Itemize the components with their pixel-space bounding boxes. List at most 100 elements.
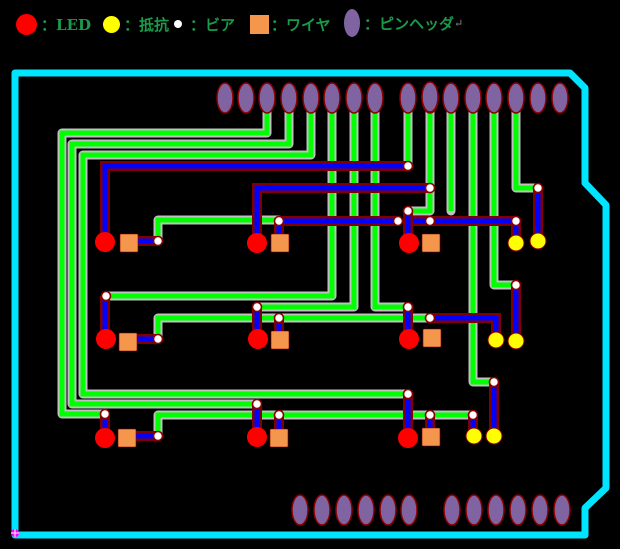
pin-header-bottom-8 <box>465 494 483 526</box>
led-5 <box>248 329 268 349</box>
pin-header-top-6 <box>323 82 341 114</box>
wire-1 <box>119 233 139 253</box>
via-11 <box>152 333 164 345</box>
via-22 <box>424 409 436 421</box>
via-10 <box>100 290 112 302</box>
top-trace <box>69 92 292 407</box>
legend-via-label: ：ビア <box>190 15 236 34</box>
led-symbol-icon <box>16 13 37 35</box>
pin-header-bottom-2 <box>313 494 331 526</box>
components <box>95 232 547 448</box>
via-24 <box>488 376 500 388</box>
led-2 <box>247 233 267 253</box>
pin-header-bottom-11 <box>531 494 549 526</box>
board-outline <box>11 69 610 539</box>
wire-9 <box>421 427 441 447</box>
return-mark: ↵ <box>454 16 464 30</box>
legend-wire-label: ：ワイヤ <box>271 15 331 34</box>
resistor-3 <box>487 331 505 349</box>
via-13 <box>273 312 285 324</box>
via-21 <box>402 388 414 400</box>
pin-header-top-1 <box>216 82 234 114</box>
led-8 <box>247 427 267 447</box>
bottom-trace <box>254 185 430 242</box>
pin-header-bottom-12 <box>553 494 571 526</box>
via-15 <box>424 312 436 324</box>
via-18 <box>152 430 164 442</box>
pin-header-symbol-icon <box>344 9 360 37</box>
via-16 <box>510 279 522 291</box>
via-5 <box>392 215 404 227</box>
legend: ：LED ：抵抗 ：ビア ：ワイヤ ：ピンヘッダ ↵ <box>0 0 620 50</box>
via-23 <box>467 409 479 421</box>
pin-header-bottom-5 <box>379 494 397 526</box>
via-20 <box>273 409 285 421</box>
top-trace-edge <box>370 87 413 312</box>
pin-header-bottom-10 <box>509 494 527 526</box>
via-14 <box>402 301 414 313</box>
pin-header-top-8 <box>366 82 384 114</box>
pin-header-top-7 <box>345 82 363 114</box>
top-layer-traces <box>57 87 543 441</box>
led-6 <box>399 329 419 349</box>
led-9 <box>398 428 418 448</box>
legend-led: ：LED <box>16 13 91 35</box>
top-trace-edge <box>252 87 359 312</box>
wire-7 <box>117 428 137 448</box>
pin-header-bottom-4 <box>357 494 375 526</box>
pin-header-top-5 <box>302 82 320 114</box>
via-1 <box>152 235 164 247</box>
top-trace <box>155 217 279 241</box>
resistor-symbol-icon <box>103 15 120 33</box>
pin-header-bottom-6 <box>400 494 418 526</box>
via-8 <box>510 215 522 227</box>
pin-header-top-15 <box>529 82 547 114</box>
via-7 <box>424 215 436 227</box>
via-17 <box>99 408 111 420</box>
pin-header-bottom-7 <box>443 494 461 526</box>
top-trace <box>470 92 494 385</box>
pin-header-top-2 <box>237 82 255 114</box>
top-trace <box>257 92 357 310</box>
legend-resistor: ：抵抗 <box>103 13 169 35</box>
pin-header-top-11 <box>442 82 460 114</box>
legend-pin-header-label: ：ピンヘッダ <box>364 14 455 33</box>
top-trace <box>491 92 516 288</box>
resistor-5 <box>465 427 483 445</box>
via-4 <box>273 215 285 227</box>
legend-pin-header: ：ピンヘッダ ↵ <box>344 7 463 39</box>
legend-resistor-label: ：抵抗 <box>124 15 170 34</box>
top-trace <box>80 92 408 397</box>
via-9 <box>532 182 544 194</box>
led-4 <box>96 329 116 349</box>
bottom-trace <box>102 163 408 242</box>
pin-header-top-4 <box>280 82 298 114</box>
wire-symbol-icon <box>250 14 269 34</box>
wire-8 <box>269 428 289 448</box>
led-7 <box>95 428 115 448</box>
resistor-6 <box>485 427 503 445</box>
top-trace <box>372 92 408 310</box>
pin-header-bottom-9 <box>487 494 505 526</box>
pin-header-top-14 <box>507 82 525 114</box>
wire-2 <box>270 233 290 253</box>
pin-headers <box>216 81 571 526</box>
top-trace-edge <box>153 313 435 344</box>
legend-led-label: ：LED <box>41 15 91 34</box>
pin-header-top-13 <box>485 82 503 114</box>
top-trace <box>155 315 430 339</box>
pin-header-bottom-3 <box>335 494 353 526</box>
via-2 <box>402 160 414 172</box>
via-symbol-icon <box>174 20 182 28</box>
via-19 <box>251 398 263 410</box>
resistor-1 <box>507 234 525 252</box>
resistor-2 <box>529 232 547 250</box>
pin-header-top-12 <box>464 82 482 114</box>
pin-header-top-16 <box>551 82 569 114</box>
top-trace <box>59 92 270 417</box>
led-3 <box>399 233 419 253</box>
pin-header-top-extra <box>421 81 439 113</box>
wire-5 <box>270 330 290 350</box>
vias <box>99 160 544 442</box>
